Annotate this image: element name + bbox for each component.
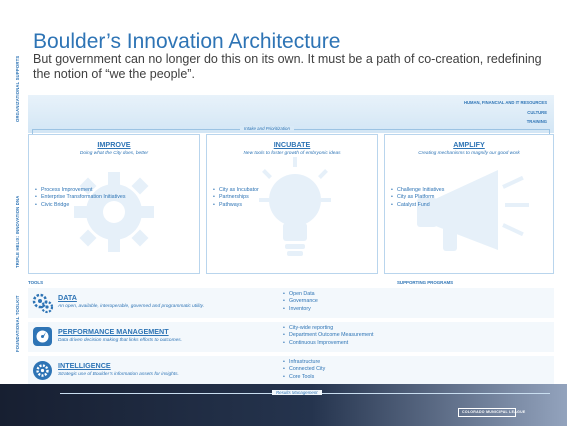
column-amplify: AMPLIFY Creating mechanisms to magnify o…: [384, 134, 554, 274]
league-logo: COLORADO MUNICIPAL LEAGUE: [458, 408, 525, 417]
triple-helix-label: TRIPLE HELIX: INNOVATION DNA: [15, 195, 20, 268]
list-item: Inventory: [283, 306, 318, 314]
amplify-subheading: Creating mechanisms to magnify our good …: [418, 151, 520, 156]
lightbulb-icon: [259, 157, 331, 256]
list-item: Partnerships: [213, 194, 259, 202]
performance-programs: City-wide reporting Department Outcome M…: [283, 325, 374, 347]
improve-list: Process Improvement Enterprise Transform…: [35, 187, 126, 209]
list-item: Continuous Improvement: [283, 340, 374, 348]
list-item: City as Platform: [391, 194, 444, 202]
culture-label: CULTURE: [527, 110, 547, 115]
list-item: Department Outcome Measurement: [283, 332, 374, 340]
intake-label: Intake and Prioritization: [240, 126, 294, 131]
list-item: Process Improvement: [35, 187, 126, 195]
results-management-label: Results Management: [272, 390, 322, 395]
supporting-programs-label: SUPPORTING PROGRAMS: [397, 280, 454, 285]
improve-subheading: Doing what the City does, better: [79, 151, 149, 156]
amplify-heading: AMPLIFY: [453, 140, 485, 149]
tool-row-data: DATA An open, available, interoperable, …: [28, 288, 554, 318]
training-label: TRAINING: [526, 119, 547, 124]
tool-row-intelligence: INTELLIGENCE Strategic use of Boulder’s …: [28, 356, 554, 386]
list-item: Connected City: [283, 366, 325, 374]
data-heading: DATA: [58, 293, 77, 302]
list-item: Pathways: [213, 202, 259, 210]
amplify-list: Challenge Initiatives City as Platform C…: [391, 187, 444, 209]
incubate-list: City as Incubator Partnerships Pathways: [213, 187, 259, 209]
improve-heading: IMPROVE: [97, 140, 131, 149]
data-gears-icon: [32, 293, 54, 314]
foundational-toolkit-label: FOUNDATIONAL TOOLKIT: [15, 295, 20, 352]
gear-cog-icon: [74, 172, 154, 252]
megaphone-icon: [417, 170, 529, 251]
intelligence-programs: Infrastructure Connected City Core Tools: [283, 359, 325, 381]
gauge-icon: [33, 327, 52, 346]
incubate-subheading: New tools to foster growth of embryonic …: [243, 151, 341, 156]
resources-label: HUMAN, FINANCIAL AND IT RESOURCES: [463, 100, 547, 105]
brain-gear-icon: [33, 361, 52, 380]
list-item: City as Incubator: [213, 187, 259, 195]
list-item: City-wide reporting: [283, 325, 374, 333]
performance-description: Data driven decision making that links e…: [58, 338, 182, 343]
slide-title: Boulder’s Innovation Architecture: [33, 30, 341, 53]
column-incubate: INCUBATE New tools to foster growth of e…: [206, 134, 378, 274]
intelligence-description: Strategic use of Boulder’s information a…: [58, 372, 179, 377]
tool-row-performance: PERFORMANCE MANAGEMENT Data driven decis…: [28, 322, 554, 352]
intelligence-heading: INTELLIGENCE: [58, 361, 111, 370]
column-improve: IMPROVE Doing what the City does, better…: [28, 134, 200, 274]
list-item: Challenge Initiatives: [391, 187, 444, 195]
list-item: Catalyst Fund: [391, 202, 444, 210]
tools-label: TOOLS: [28, 280, 44, 285]
list-item: Core Tools: [283, 374, 325, 382]
incubate-heading: INCUBATE: [273, 140, 311, 149]
slide-subtitle: But government can no longer do this on …: [33, 52, 542, 81]
data-programs: Open Data Governance Inventory: [283, 291, 318, 313]
league-logo-text: COLORADO MUNICIPAL LEAGUE: [462, 410, 526, 414]
list-item: Civic Bridge: [35, 202, 126, 210]
list-item: Infrastructure: [283, 359, 325, 367]
list-item: Open Data: [283, 291, 318, 299]
list-item: Enterprise Transformation Initiatives: [35, 194, 126, 202]
data-description: An open, available, interoperable, gover…: [58, 304, 205, 309]
list-item: Governance: [283, 298, 318, 306]
organizational-supports-label: ORGANIZATIONAL SUPPORTS: [15, 55, 20, 122]
performance-heading: PERFORMANCE MANAGEMENT: [58, 327, 169, 336]
